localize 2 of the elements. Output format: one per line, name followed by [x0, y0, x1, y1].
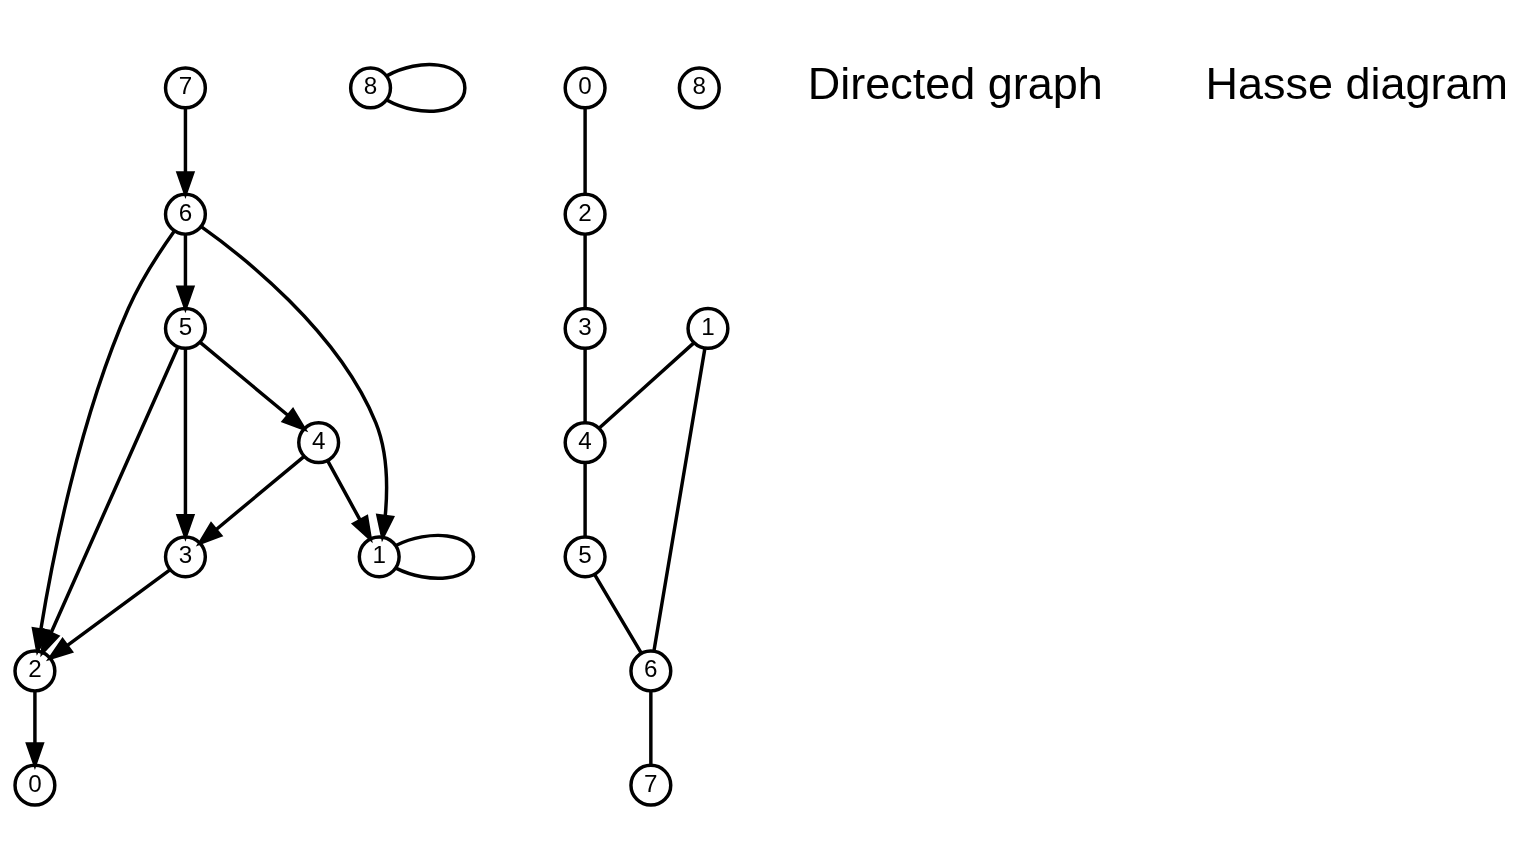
label: Directed graph: [807, 57, 1103, 109]
label: Hasse diagram: [1205, 57, 1508, 109]
